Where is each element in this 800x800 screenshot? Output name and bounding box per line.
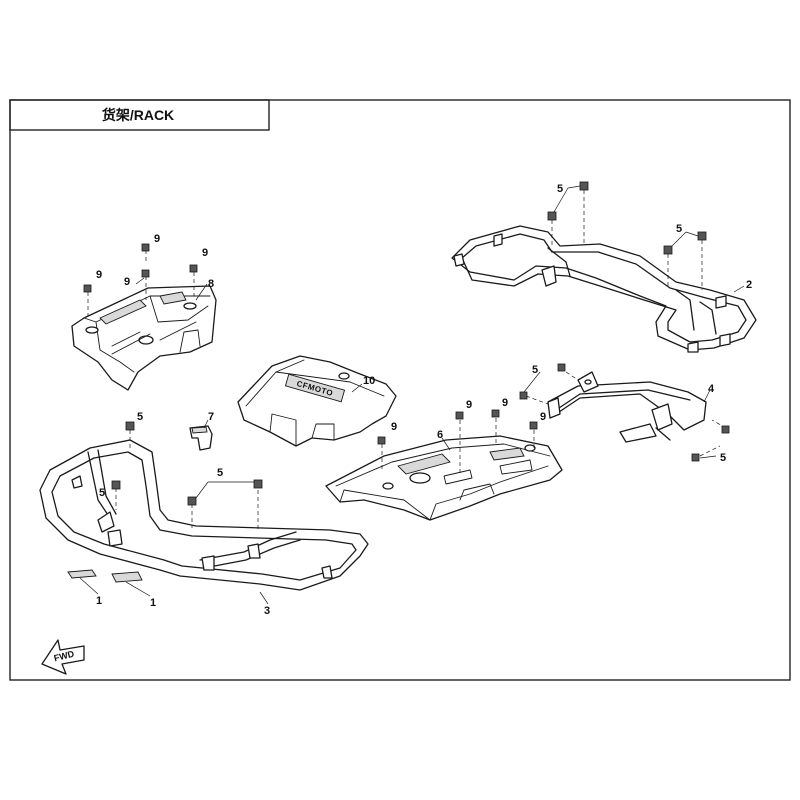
- callout-1-right: 1: [150, 597, 156, 609]
- part-4-extension-bar: [547, 371, 707, 443]
- callout-9-bracket-top: 9: [154, 233, 160, 245]
- callout-7: 7: [208, 411, 214, 423]
- part-2-rear-rack: [451, 225, 757, 353]
- callout-9-carrier-side: 9: [391, 421, 397, 433]
- part-6-carrier: [325, 435, 563, 521]
- callout-6: 6: [437, 429, 443, 441]
- callout-1-left: 1: [96, 595, 102, 607]
- callout-2: 2: [746, 279, 752, 291]
- bolt-9-group-bracket: [83, 243, 198, 316]
- diagram-title: 货架/RACK: [101, 107, 174, 123]
- fwd-arrow: FWD: [41, 639, 85, 675]
- callout-5-rear-left: 5: [557, 183, 563, 195]
- callout-3: 3: [264, 605, 270, 617]
- bolt-5-group-front: [111, 421, 263, 530]
- callout-5-front-mid: 5: [217, 467, 223, 479]
- callout-5-front-left: 5: [99, 487, 105, 499]
- fwd-label: FWD: [53, 649, 76, 664]
- part-10-cover: CFMOTO: [237, 355, 397, 447]
- callout-9-carrier-left: 9: [466, 399, 472, 411]
- callout-5-extension-left: 5: [532, 364, 538, 376]
- callout-5-extension-right: 5: [720, 452, 726, 464]
- title-box: [9, 99, 270, 131]
- part-8-bracket: [71, 285, 217, 391]
- part-1-sticker-right: [111, 571, 143, 583]
- callout-9-bracket-right: 9: [202, 247, 208, 259]
- callout-10: 10: [363, 375, 375, 387]
- part-1-sticker-left: [67, 569, 97, 579]
- callout-9-carrier-right: 9: [540, 411, 546, 423]
- callout-9-carrier-mid: 9: [502, 397, 508, 409]
- part-7-clip: [189, 425, 213, 451]
- callout-4: 4: [708, 383, 715, 395]
- part-3-front-rack: [39, 439, 369, 591]
- diagram-frame: [9, 99, 791, 681]
- bolt-9-group-carrier: [377, 409, 538, 476]
- callout-9-bracket-left: 9: [96, 269, 102, 281]
- callout-8: 8: [208, 278, 214, 290]
- callout-5-rear-right: 5: [676, 223, 682, 235]
- bolt-5-group-extension: [519, 363, 730, 462]
- bolt-5-group-rear: [547, 181, 707, 290]
- callout-5-front-top: 5: [137, 411, 143, 423]
- callout-9-bracket-mid: 9: [124, 276, 130, 288]
